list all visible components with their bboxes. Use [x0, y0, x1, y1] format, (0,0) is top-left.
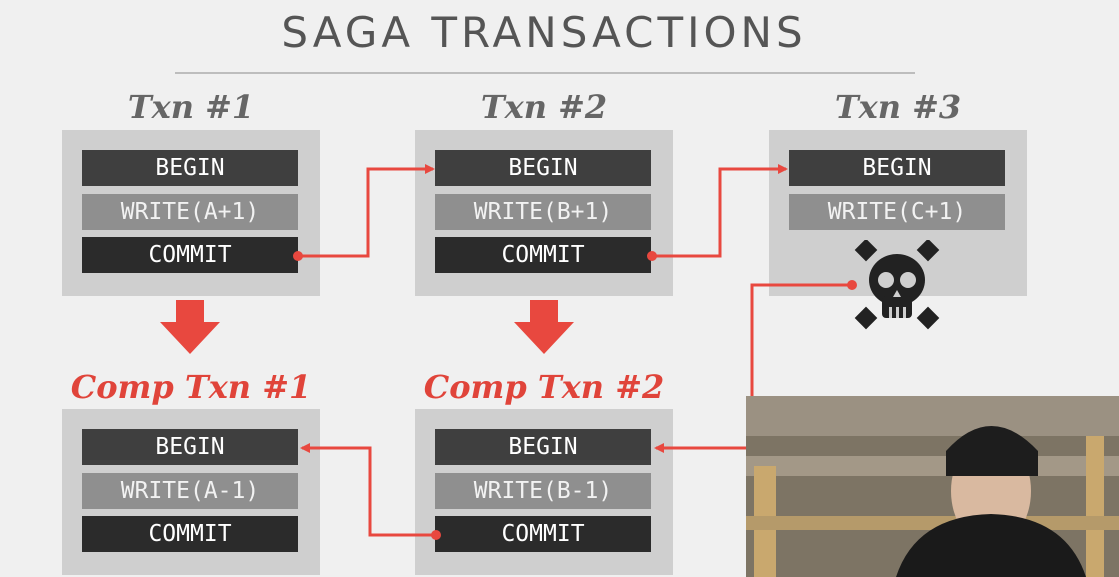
- comp-txn-1-write: WRITE(A-1): [82, 473, 298, 509]
- comp-txn-2-commit: COMMIT: [435, 516, 651, 552]
- comp-txn-2-write: WRITE(B-1): [435, 473, 651, 509]
- comp-txn-1-begin: BEGIN: [82, 429, 298, 465]
- connector-comp2-comp1: [300, 443, 436, 537]
- txn-3-label: Txn #3: [834, 88, 962, 126]
- presenter-webcam: [746, 396, 1119, 577]
- txn-2-commit: COMMIT: [435, 237, 651, 273]
- connector-txn1-txn2: [298, 164, 435, 258]
- txn-2-write: WRITE(B+1): [435, 194, 651, 230]
- comp-txn-1-label: Comp Txn #1: [70, 368, 312, 406]
- skull-crossbones-icon: [854, 240, 940, 330]
- txn-1-box: BEGIN WRITE(A+1) COMMIT: [62, 130, 320, 296]
- comp-txn-1-box: BEGIN WRITE(A-1) COMMIT: [62, 409, 320, 575]
- txn-2-begin: BEGIN: [435, 150, 651, 186]
- txn-1-commit: COMMIT: [82, 237, 298, 273]
- txn-2-box: BEGIN WRITE(B+1) COMMIT: [415, 130, 673, 296]
- txn-1-begin: BEGIN: [82, 150, 298, 186]
- comp-txn-2-begin: BEGIN: [435, 429, 651, 465]
- webcam-image: [746, 396, 1119, 577]
- connector-dot: [293, 251, 303, 261]
- connector-dot: [847, 280, 857, 290]
- down-arrow-icon: [160, 300, 220, 354]
- txn-1-write: WRITE(A+1): [82, 194, 298, 230]
- title-divider: [175, 72, 915, 74]
- down-arrow-icon: [514, 300, 574, 354]
- slide-title: SAGA TRANSACTIONS: [281, 8, 807, 57]
- txn-1-label: Txn #1: [127, 88, 255, 126]
- txn-3-write: WRITE(C+1): [789, 194, 1005, 230]
- connector-fail-comp2: [654, 283, 852, 453]
- connector-dot: [647, 251, 657, 261]
- comp-txn-2-box: BEGIN WRITE(B-1) COMMIT: [415, 409, 673, 575]
- comp-txn-2-label: Comp Txn #2: [423, 368, 665, 406]
- connector-txn2-txn3: [652, 164, 788, 258]
- connector-dot: [431, 530, 441, 540]
- txn-3-begin: BEGIN: [789, 150, 1005, 186]
- txn-2-label: Txn #2: [480, 88, 608, 126]
- comp-txn-1-commit: COMMIT: [82, 516, 298, 552]
